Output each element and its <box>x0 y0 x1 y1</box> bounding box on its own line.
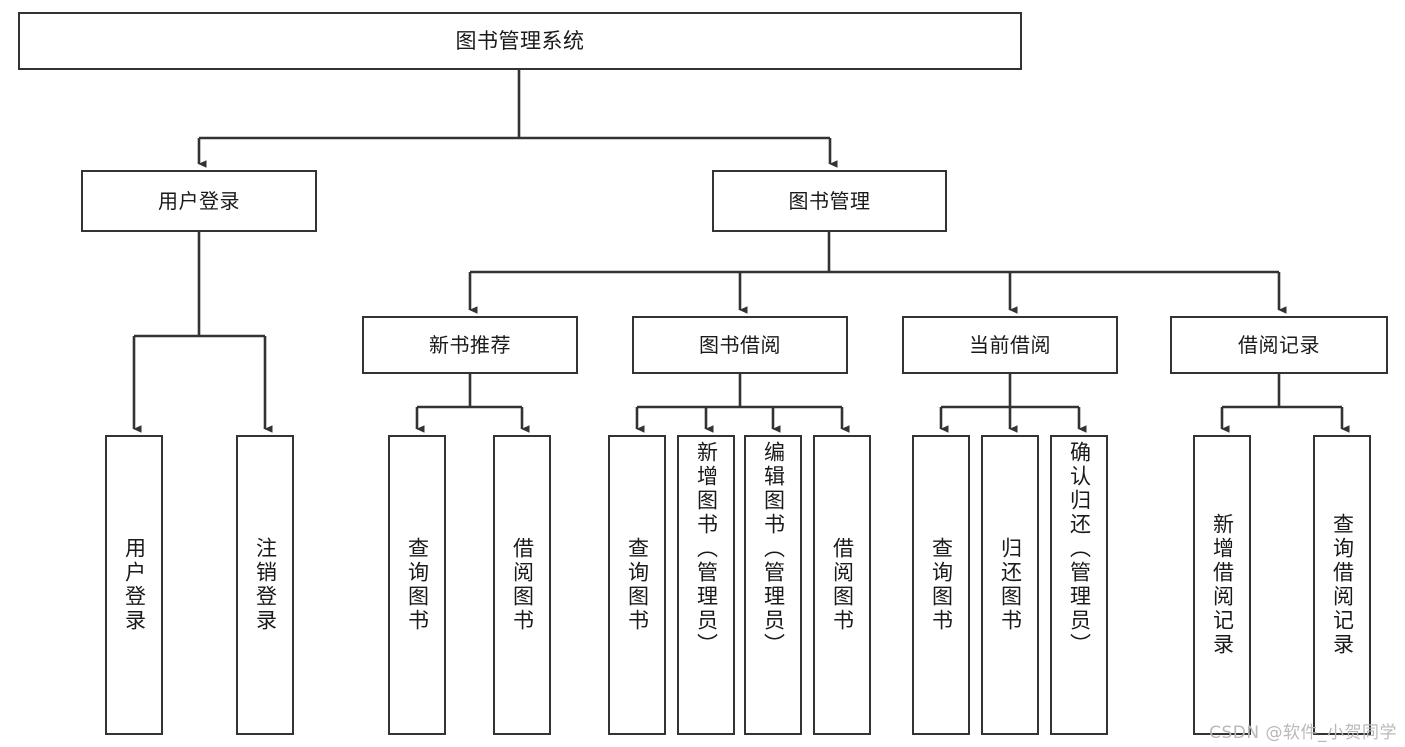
leaf-edit-book-admin[interactable]: 编辑图书（管理员） <box>744 435 802 735</box>
leaf-query-book-recommend[interactable]: 查询图书 <box>388 435 446 735</box>
leaf-borrow-book-recommend[interactable]: 借阅图书 <box>493 435 551 735</box>
node-label: 新增借阅记录 <box>1210 513 1235 657</box>
node-label: 图书借阅 <box>699 332 781 357</box>
node-label: 确认归还（管理员） <box>1067 441 1092 657</box>
watermark-text: CSDN @软件_小贺同学 <box>1209 723 1397 743</box>
node-label: 查询图书 <box>405 537 430 633</box>
node-user-login[interactable]: 用户登录 <box>81 170 317 232</box>
node-label: 图书管理系统 <box>455 28 585 53</box>
node-label: 借阅图书 <box>510 537 535 633</box>
leaf-add-borrow-record[interactable]: 新增借阅记录 <box>1193 435 1251 735</box>
node-label: 查询图书 <box>625 537 650 633</box>
node-current-borrow[interactable]: 当前借阅 <box>902 316 1118 374</box>
node-label: 查询图书 <box>929 537 954 633</box>
leaf-query-book-borrow[interactable]: 查询图书 <box>608 435 666 735</box>
node-root-book-management-system[interactable]: 图书管理系统 <box>18 12 1022 70</box>
node-borrow-record[interactable]: 借阅记录 <box>1170 316 1388 374</box>
node-label: 编辑图书（管理员） <box>761 441 786 657</box>
leaf-query-book-current[interactable]: 查询图书 <box>912 435 970 735</box>
node-book-borrow[interactable]: 图书借阅 <box>632 316 848 374</box>
node-new-book-recommend[interactable]: 新书推荐 <box>362 316 578 374</box>
node-label: 查询借阅记录 <box>1330 513 1355 657</box>
node-label: 借阅图书 <box>830 537 855 633</box>
node-label: 当前借阅 <box>969 332 1051 357</box>
leaf-user-login[interactable]: 用户登录 <box>105 435 163 735</box>
node-label: 图书管理 <box>788 188 871 213</box>
node-label: 用户登录 <box>122 537 147 633</box>
node-book-management[interactable]: 图书管理 <box>712 170 947 232</box>
leaf-borrow-book-borrow[interactable]: 借阅图书 <box>813 435 871 735</box>
leaf-confirm-return-admin[interactable]: 确认归还（管理员） <box>1050 435 1108 735</box>
node-label: 新书推荐 <box>429 332 511 357</box>
leaf-add-book-admin[interactable]: 新增图书（管理员） <box>677 435 735 735</box>
node-label: 注销登录 <box>253 537 278 633</box>
node-label: 借阅记录 <box>1238 332 1320 357</box>
leaf-return-book[interactable]: 归还图书 <box>981 435 1039 735</box>
leaf-user-logout[interactable]: 注销登录 <box>236 435 294 735</box>
leaf-query-borrow-record[interactable]: 查询借阅记录 <box>1313 435 1371 735</box>
node-label: 用户登录 <box>158 188 240 213</box>
node-label: 新增图书（管理员） <box>694 441 719 657</box>
node-label: 归还图书 <box>998 537 1023 633</box>
